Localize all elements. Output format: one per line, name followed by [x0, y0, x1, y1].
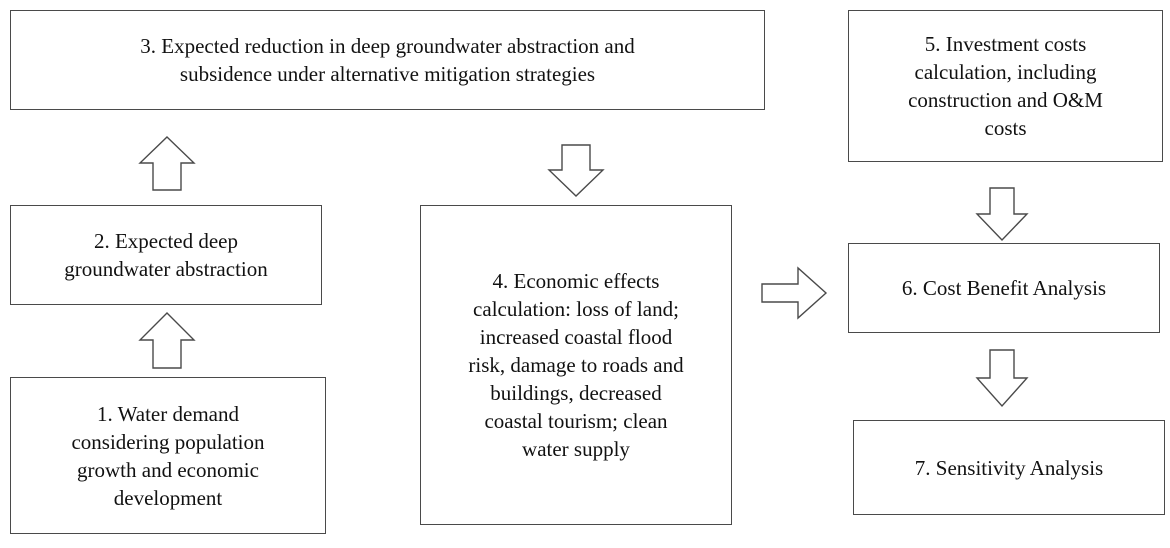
step-2-box: 2. Expected deep groundwater abstraction: [10, 205, 322, 305]
step-7-label: 7. Sensitivity Analysis: [914, 455, 1104, 480]
arrow-right-step-4-to-step-6: [761, 266, 828, 320]
step-5-box: 5. Investment costs calculation, includi…: [848, 10, 1163, 162]
step-6-box: 6. Cost Benefit Analysis: [848, 243, 1160, 333]
step-5-label: 5. Investment costs calculation, includi…: [908, 32, 1103, 140]
step-1-label: 1. Water demand considering population g…: [71, 401, 265, 510]
step-3-box: 3. Expected reduction in deep groundwate…: [10, 10, 765, 110]
step-2-label: 2. Expected deep groundwater abstraction: [64, 229, 268, 281]
step-6-label: 6. Cost Benefit Analysis: [901, 276, 1107, 300]
step-1-box: 1. Water demand considering population g…: [10, 377, 326, 534]
step-4-box: 4. Economic effects calculation: loss of…: [420, 205, 732, 525]
step-7-box: 7. Sensitivity Analysis: [853, 420, 1165, 515]
arrow-down-step-5-to-step-6: [975, 187, 1029, 242]
arrow-up-step-2-to-step-3: [138, 136, 196, 191]
arrow-down-step-6-to-step-7: [975, 349, 1029, 408]
step-3-label: 3. Expected reduction in deep groundwate…: [140, 34, 635, 86]
arrow-down-step-3-to-step-4: [547, 144, 605, 197]
step-4-label: 4. Economic effects calculation: loss of…: [468, 269, 684, 461]
arrow-up-step-1-to-step-2: [138, 312, 196, 369]
